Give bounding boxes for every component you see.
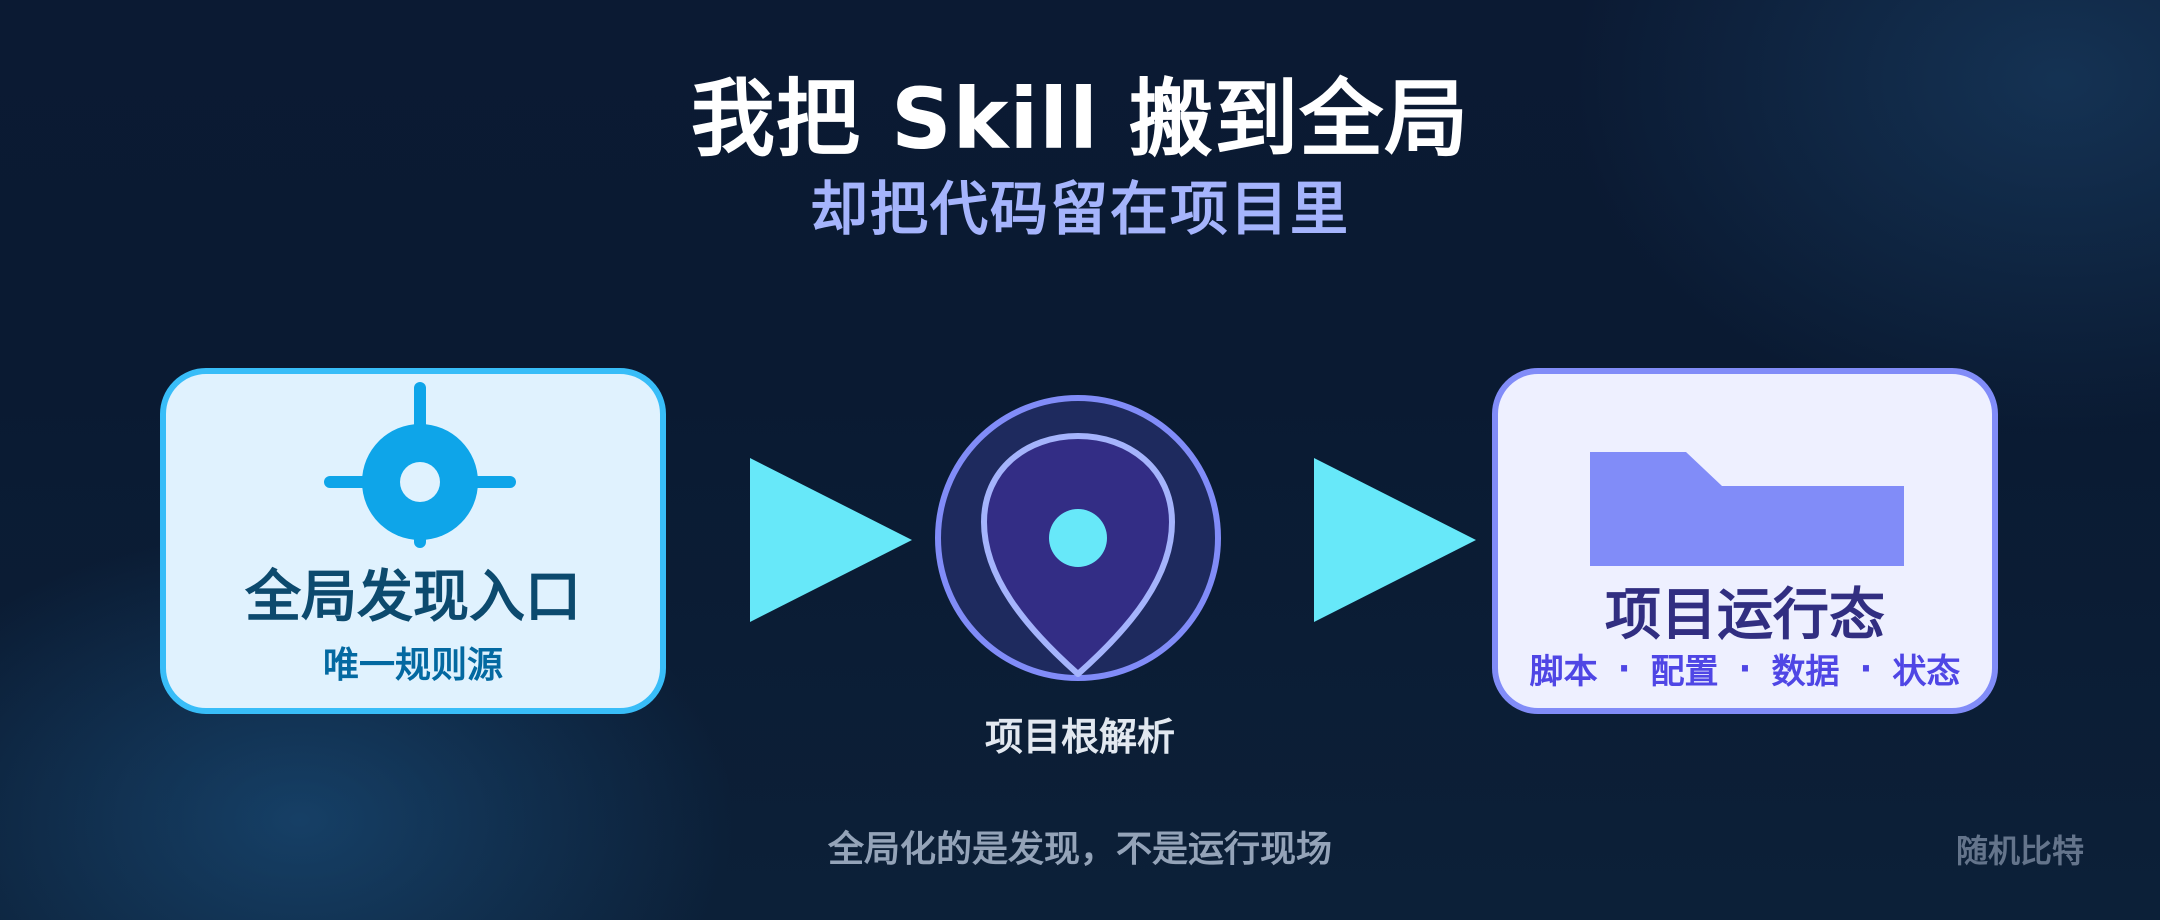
arrow-right-icon (750, 458, 912, 622)
project-runtime-title: 项目运行态 (1605, 583, 1885, 648)
runtime-item-state: 状态 (1892, 652, 1961, 692)
page-title: 我把 Skill 搬到全局 (690, 70, 1470, 168)
runtime-items: 脚本 · 配置 · 数据 · 状态 (1498, 644, 1992, 693)
folder-icon (1590, 452, 1904, 566)
runtime-item-config: 配置 (1650, 652, 1719, 692)
global-entry-title: 全局发现入口 (245, 565, 581, 630)
location-pin-icon (935, 395, 1221, 681)
separator-dot: · (1859, 648, 1873, 689)
arrow-right-icon (1314, 458, 1476, 622)
separator-dot: · (1738, 648, 1752, 689)
footer-note: 全局化的是发现，不是运行现场 (827, 829, 1332, 870)
project-root-label: 项目根解析 (984, 715, 1175, 759)
project-runtime-card: 项目运行态 脚本 · 配置 · 数据 · 状态 (1492, 368, 1998, 714)
runtime-item-scripts: 脚本 (1529, 652, 1598, 692)
runtime-item-data: 数据 (1771, 652, 1840, 692)
brand-watermark: 随机比特 (1955, 832, 2084, 870)
global-entry-subtitle: 唯一规则源 (322, 645, 503, 686)
page-subtitle: 却把代码留在项目里 (809, 175, 1350, 243)
global-entry-card: 全局发现入口 唯一规则源 (160, 368, 666, 714)
crosshair-target-icon (324, 382, 516, 548)
separator-dot: · (1617, 648, 1631, 689)
